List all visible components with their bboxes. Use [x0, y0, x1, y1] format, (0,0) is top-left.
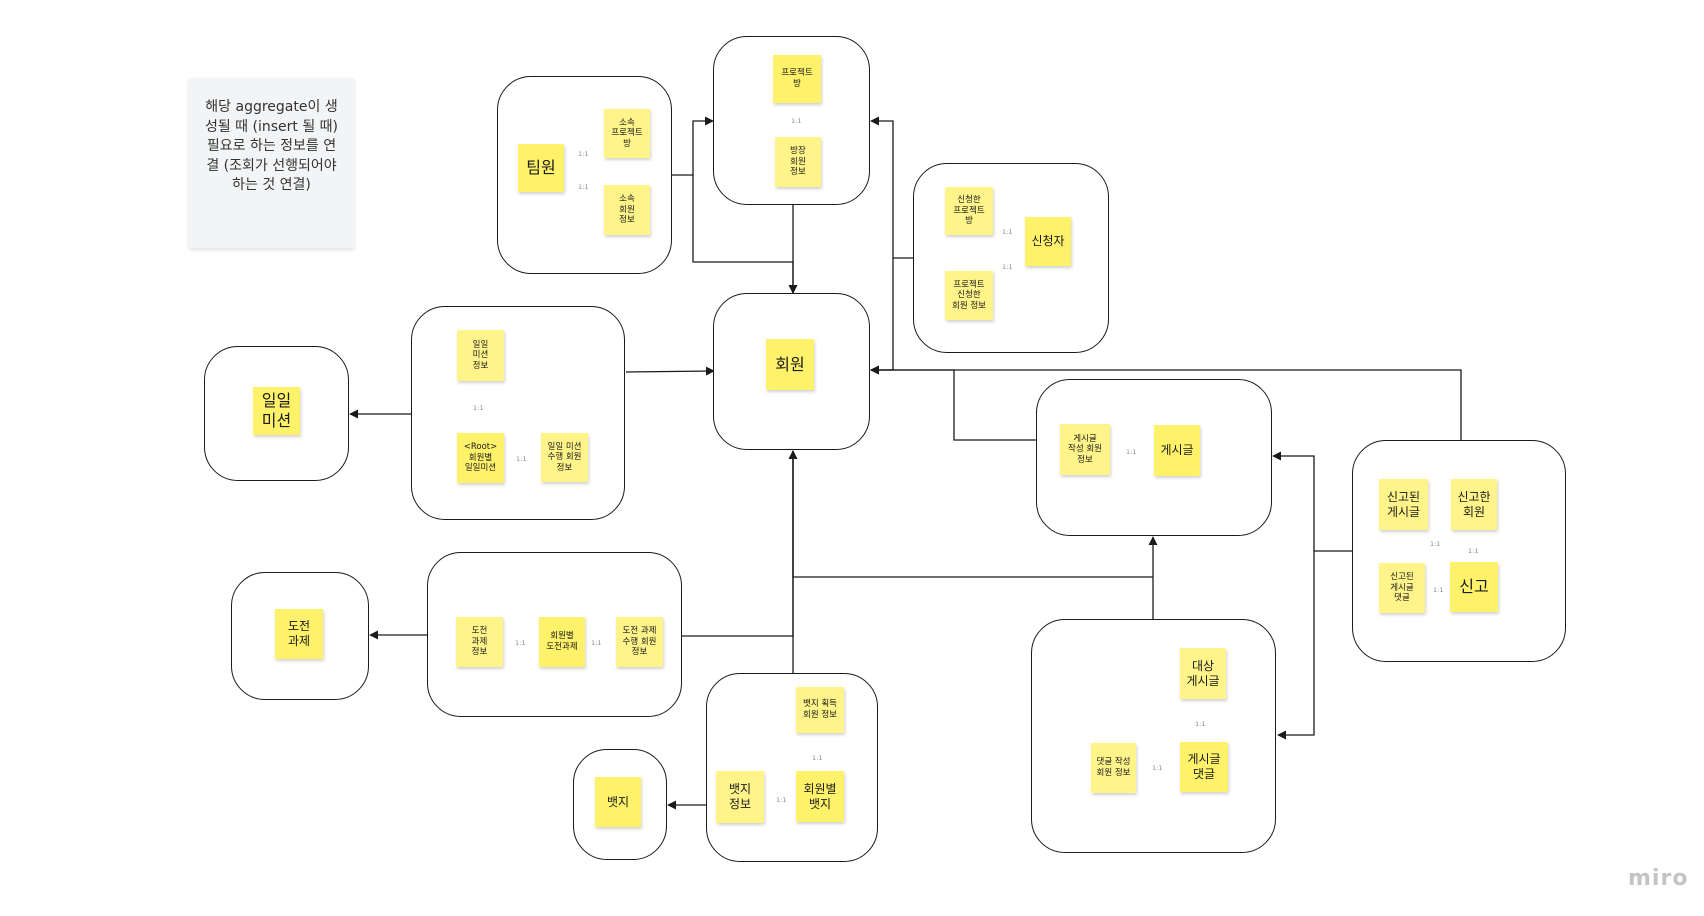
post-sticky[interactable]: 게시글 [1154, 425, 1200, 476]
link-team-to-project [672, 116, 714, 176]
team-member-sticky[interactable]: 팀원 [518, 144, 564, 192]
link-report-to-member [870, 365, 1462, 440]
applicant-aggregate-box [913, 163, 1109, 353]
relation-label: 1:1 [1126, 448, 1137, 456]
member-daily-mission-root-sticky[interactable]: <Root> 회원별 일일미션 [457, 433, 504, 483]
annotation-note: 해당 aggregate이 생성될 때 (insert 될 때) 필요로 하는 … [189, 78, 354, 248]
post-author-info-sticky[interactable]: 게시글 작성 회원 정보 [1060, 424, 1110, 475]
comment-author-info-sticky[interactable]: 댓글 작성 회원 정보 [1091, 743, 1136, 793]
badge-sticky[interactable]: 뱃지 [595, 777, 641, 827]
reported-post-sticky[interactable]: 신고된 게시글 [1379, 479, 1428, 530]
member-badge-aggregate-box [706, 673, 878, 862]
member-mission-aggregate-box [411, 306, 625, 520]
relation-label: 1:1 [578, 150, 589, 158]
post-comment-sticky[interactable]: 게시글 댓글 [1180, 742, 1228, 792]
link-member-mission-to-member [625, 366, 715, 376]
daily-mission-sticky[interactable]: 일일 미션 [253, 387, 300, 435]
link-applicant-to-project [870, 116, 913, 259]
reported-comment-sticky[interactable]: 신고된 게시글 댓글 [1379, 563, 1425, 613]
team-project-room-sticky[interactable]: 소속 프로젝트 방 [604, 109, 650, 158]
relation-label: 1:1 [578, 183, 589, 191]
relation-label: 1:1 [591, 639, 602, 647]
relation-label: 1:1 [1195, 720, 1206, 728]
badge-earner-info-sticky[interactable]: 뱃지 획득 회원 정보 [796, 687, 844, 733]
challenge-performer-info-sticky[interactable]: 도전 과제 수행 회원 정보 [616, 617, 663, 667]
member-badge-sticky[interactable]: 회원별 뱃지 [796, 771, 844, 822]
link-post-to-member [870, 365, 1038, 441]
relation-label: 1:1 [1430, 540, 1441, 548]
relation-label: 1:1 [515, 639, 526, 647]
relation-label: 1:1 [776, 796, 787, 804]
relation-label: 1:1 [1468, 547, 1479, 555]
project-room-sticky[interactable]: 프로젝트 방 [773, 55, 821, 103]
relation-label: 1:1 [812, 754, 823, 762]
relation-label: 1:1 [473, 404, 484, 412]
member-sticky[interactable]: 회원 [766, 339, 814, 390]
relation-label: 1:1 [1152, 764, 1163, 772]
link-member-challenge-to-member [682, 450, 798, 637]
link-applicant-to-member [870, 258, 894, 375]
relation-label: 1:1 [1002, 263, 1013, 271]
challenge-sticky[interactable]: 도전 과제 [275, 609, 323, 659]
mission-performer-info-sticky[interactable]: 일일 미션 수행 회원 정보 [541, 433, 588, 482]
project-owner-info-sticky[interactable]: 방장 회원 정보 [775, 137, 821, 187]
relation-label: 1:1 [1433, 586, 1444, 594]
link-report-to-post [1272, 451, 1354, 552]
daily-mission-info-sticky[interactable]: 일일 미션 정보 [457, 330, 504, 381]
member-challenge-sticky[interactable]: 회원별 도전과제 [539, 617, 585, 667]
link-report-to-comment [1277, 551, 1315, 740]
challenge-info-sticky[interactable]: 도전 과제 정보 [456, 617, 503, 667]
relation-label: 1:1 [1002, 228, 1013, 236]
report-sticky[interactable]: 신고 [1450, 562, 1498, 612]
target-post-sticky[interactable]: 대상 게시글 [1180, 648, 1226, 699]
relation-label: 1:1 [791, 117, 802, 125]
team-member-info-sticky[interactable]: 소속 회원 정보 [604, 185, 650, 235]
applicant-member-info-sticky[interactable]: 프로젝트 신청한 회원 정보 [945, 271, 993, 320]
comment-aggregate-box [1031, 619, 1276, 853]
relation-label: 1:1 [516, 455, 527, 463]
applicant-sticky[interactable]: 신청자 [1025, 217, 1071, 266]
reporter-member-sticky[interactable]: 신고한 회원 [1451, 479, 1497, 530]
badge-info-sticky[interactable]: 뱃지 정보 [716, 771, 764, 823]
applied-project-room-sticky[interactable]: 신청한 프로젝트 방 [945, 187, 993, 235]
miro-logo: miro [1628, 866, 1689, 891]
report-aggregate-box [1352, 440, 1566, 662]
